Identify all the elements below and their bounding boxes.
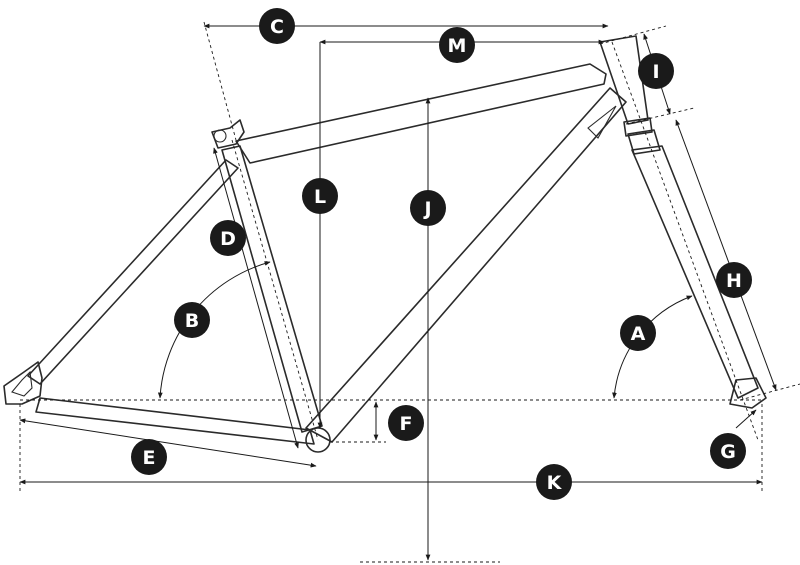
badge-l: L xyxy=(302,178,338,214)
headset-ring xyxy=(623,117,653,137)
badge-f-label: F xyxy=(400,413,413,435)
badge-k-label: K xyxy=(547,472,563,494)
bike-frame xyxy=(3,35,767,453)
badge-e-label: E xyxy=(143,447,156,469)
fork-steerer xyxy=(627,129,661,155)
badge-c-label: C xyxy=(270,16,284,38)
badge-d-label: D xyxy=(220,228,236,250)
rear-dropout xyxy=(3,361,43,405)
head-tube xyxy=(599,35,649,125)
chain-stay xyxy=(35,397,315,445)
badge-m: M xyxy=(439,27,475,63)
badge-a-label: A xyxy=(631,323,646,345)
seat-tube-axis xyxy=(231,139,319,441)
badge-j-label: J xyxy=(422,198,431,220)
badge-g-label: G xyxy=(720,441,736,463)
down-tube-gusset xyxy=(587,105,617,139)
badge-l-label: L xyxy=(314,186,326,208)
steering-axis xyxy=(611,41,759,441)
top-tube xyxy=(235,63,607,164)
dim-e-line xyxy=(19,418,317,468)
seat-clamp xyxy=(211,119,245,149)
badge-b: B xyxy=(174,302,210,338)
badge-h-label: H xyxy=(726,270,742,292)
dim-i-ext-top xyxy=(599,25,667,45)
down-tube xyxy=(305,87,627,443)
badge-m-label: M xyxy=(448,35,467,57)
badge-c: C xyxy=(259,8,295,44)
badge-k: K xyxy=(536,464,572,500)
badge-a: A xyxy=(620,315,656,351)
rear-dropout-detail xyxy=(11,370,33,397)
dim-a-arc xyxy=(612,295,693,399)
dim-h-ext-bottom xyxy=(739,383,800,401)
badge-f: F xyxy=(388,405,424,441)
badge-j: J xyxy=(410,190,446,226)
dim-b-arc xyxy=(157,261,271,399)
seat-stay xyxy=(27,159,239,385)
badge-h: H xyxy=(716,262,752,298)
badge-i-label: I xyxy=(652,61,659,83)
dim-c-ext-left xyxy=(203,21,237,141)
dim-d-line xyxy=(213,147,299,449)
badge-i: I xyxy=(638,53,674,89)
badge-e: E xyxy=(131,439,167,475)
badge-b-label: B xyxy=(185,310,199,332)
dim-g-line xyxy=(735,409,757,429)
dim-h-line xyxy=(675,119,777,391)
badge-g: G xyxy=(710,433,746,469)
seat-clamp-bolt xyxy=(213,129,227,143)
badge-d: D xyxy=(210,220,246,256)
